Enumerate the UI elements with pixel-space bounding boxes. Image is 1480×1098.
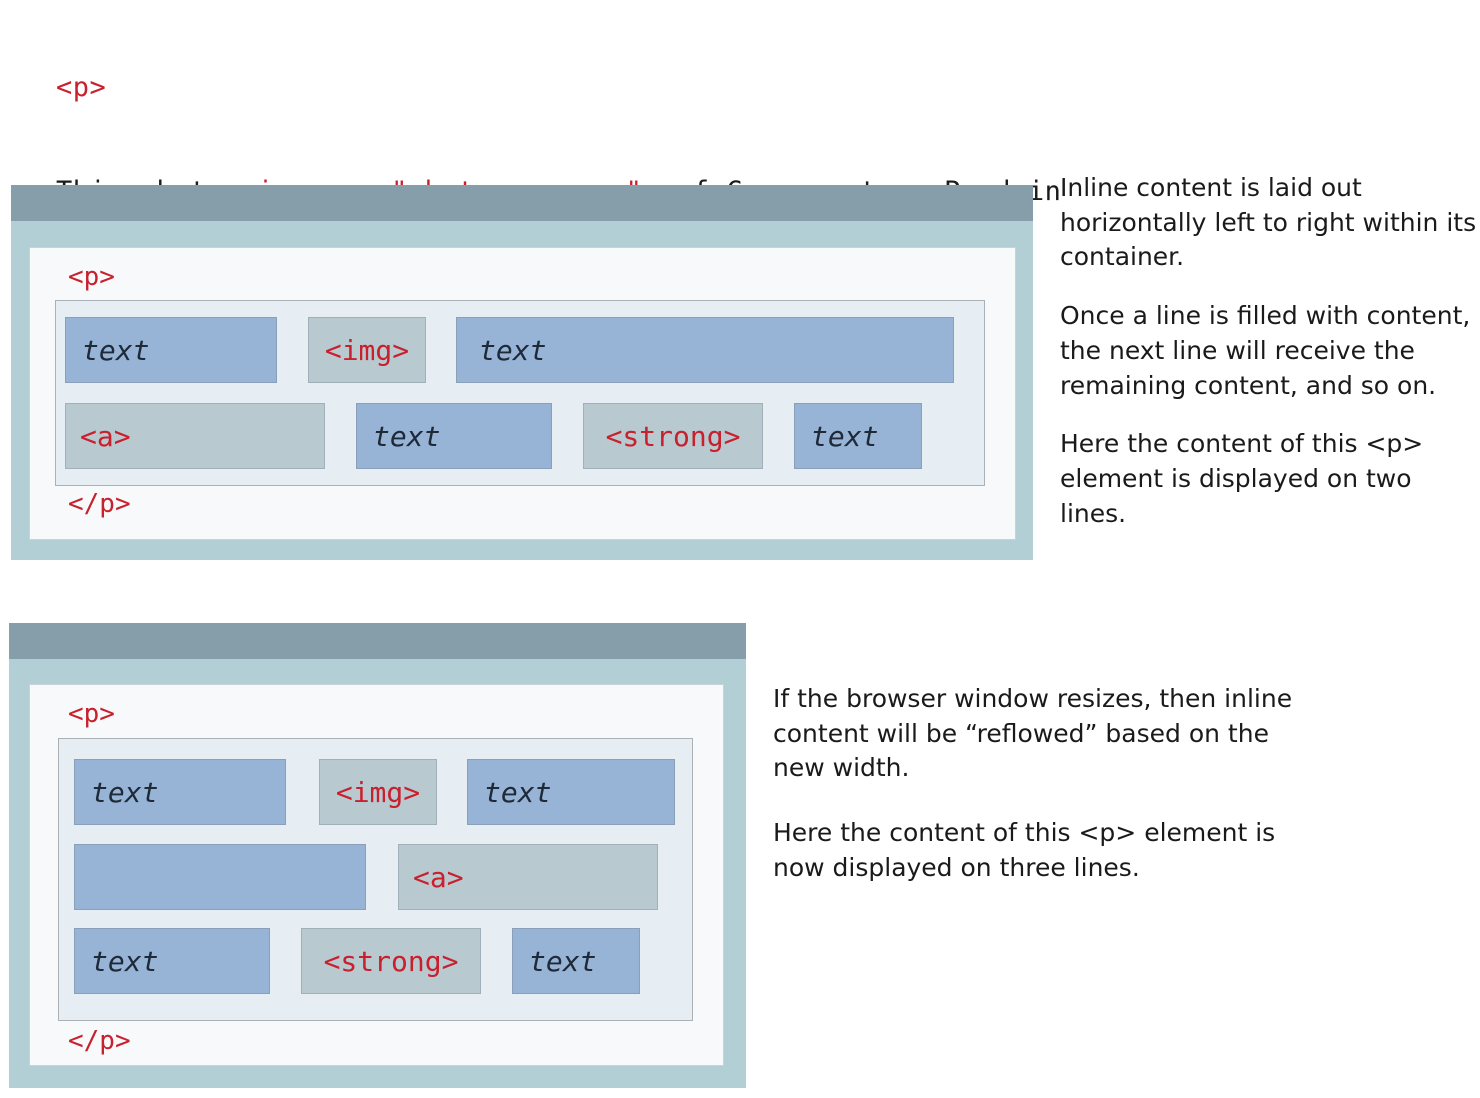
inline-text-box: text xyxy=(794,403,922,469)
inline-text-box: text xyxy=(512,928,640,994)
inline-text-box: text xyxy=(456,317,954,383)
browser-window-wide: <p> text <img> text <a> text <strong> te… xyxy=(11,185,1033,560)
notes-wide: Inline content is laid out horizontally … xyxy=(1060,171,1478,555)
inline-img-box: <img> xyxy=(319,759,437,825)
browser-viewport: <p> text <img> text <a> text <strong> te… xyxy=(29,684,724,1066)
note-line-filling: Once a line is filled with content, the … xyxy=(1060,301,1471,400)
notes-narrow: If the browser window resizes, then inli… xyxy=(773,682,1293,910)
browser-window-narrow: <p> text <img> text <a> text <strong> te… xyxy=(9,623,746,1088)
p-element-box: text <img> text <a> text <strong> text xyxy=(55,300,985,486)
p-close-tag: </p> xyxy=(68,1026,131,1056)
inline-strong-box: <strong> xyxy=(301,928,481,994)
browser-title-bar xyxy=(11,185,1033,221)
browser-title-bar xyxy=(9,623,746,659)
note-three-lines: Here the content of this <p> element is … xyxy=(773,818,1276,882)
inline-text-box: text xyxy=(467,759,675,825)
inline-text-box: text xyxy=(74,928,270,994)
p-close-tag: </p> xyxy=(68,489,131,519)
inline-text-box: text xyxy=(65,317,277,383)
inline-text-continuation-box xyxy=(74,844,366,910)
note-inline-layout: Inline content is laid out horizontally … xyxy=(1060,173,1477,272)
code-tag-segment: <p> xyxy=(56,72,107,103)
p-open-tag: <p> xyxy=(68,699,115,729)
p-open-tag: <p> xyxy=(68,262,115,292)
inline-text-box: text xyxy=(74,759,286,825)
inline-a-box: <a> xyxy=(398,844,658,910)
inline-a-box: <a> xyxy=(65,403,325,469)
inline-text-box: text xyxy=(356,403,552,469)
inline-img-box: <img> xyxy=(308,317,426,383)
p-element-box: text <img> text <a> text <strong> text xyxy=(58,738,693,1021)
note-two-lines: Here the content of this <p> element is … xyxy=(1060,429,1424,528)
inline-strong-box: <strong> xyxy=(583,403,763,469)
browser-viewport: <p> text <img> text <a> text <strong> te… xyxy=(29,247,1016,540)
note-reflow: If the browser window resizes, then inli… xyxy=(773,684,1293,783)
code-line-1: <p> xyxy=(56,71,1061,106)
